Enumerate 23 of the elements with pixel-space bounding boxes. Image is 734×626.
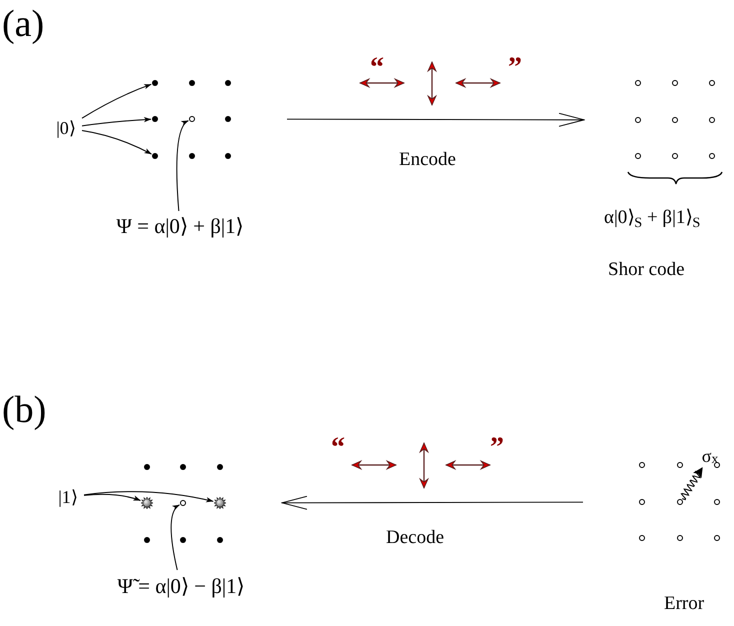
state-formula: Ψ̃ = α|0⟩ − β|1⟩ (108, 570, 254, 602)
quote-mark: “ (370, 54, 384, 82)
arrow (282, 496, 584, 510)
state-formula: Ψ = α|0⟩ + β|1⟩ (110, 211, 250, 241)
ket-label: |0⟩ (50, 116, 82, 140)
arrow (286, 112, 584, 127)
quote-mark: “ (331, 434, 345, 462)
arrow (82, 84, 152, 119)
arrow (170, 504, 180, 570)
wavy-arrow (680, 467, 703, 500)
caption: Error (664, 592, 704, 616)
arrow (84, 491, 214, 502)
arrow (82, 117, 152, 126)
arrow (84, 494, 141, 502)
caption: Shor code (608, 258, 685, 282)
panel-label: (a) (2, 2, 44, 47)
quote-mark: ” (508, 54, 522, 82)
quote-mark: ” (490, 434, 504, 462)
panel-label: (b) (2, 388, 46, 433)
arrow (82, 130, 152, 155)
arrow (176, 120, 189, 212)
ket-label: |1⟩ (52, 485, 84, 509)
encoded-state-formula: α|0⟩$_{S}$ + β|1⟩$_{S}$ (604, 206, 700, 232)
